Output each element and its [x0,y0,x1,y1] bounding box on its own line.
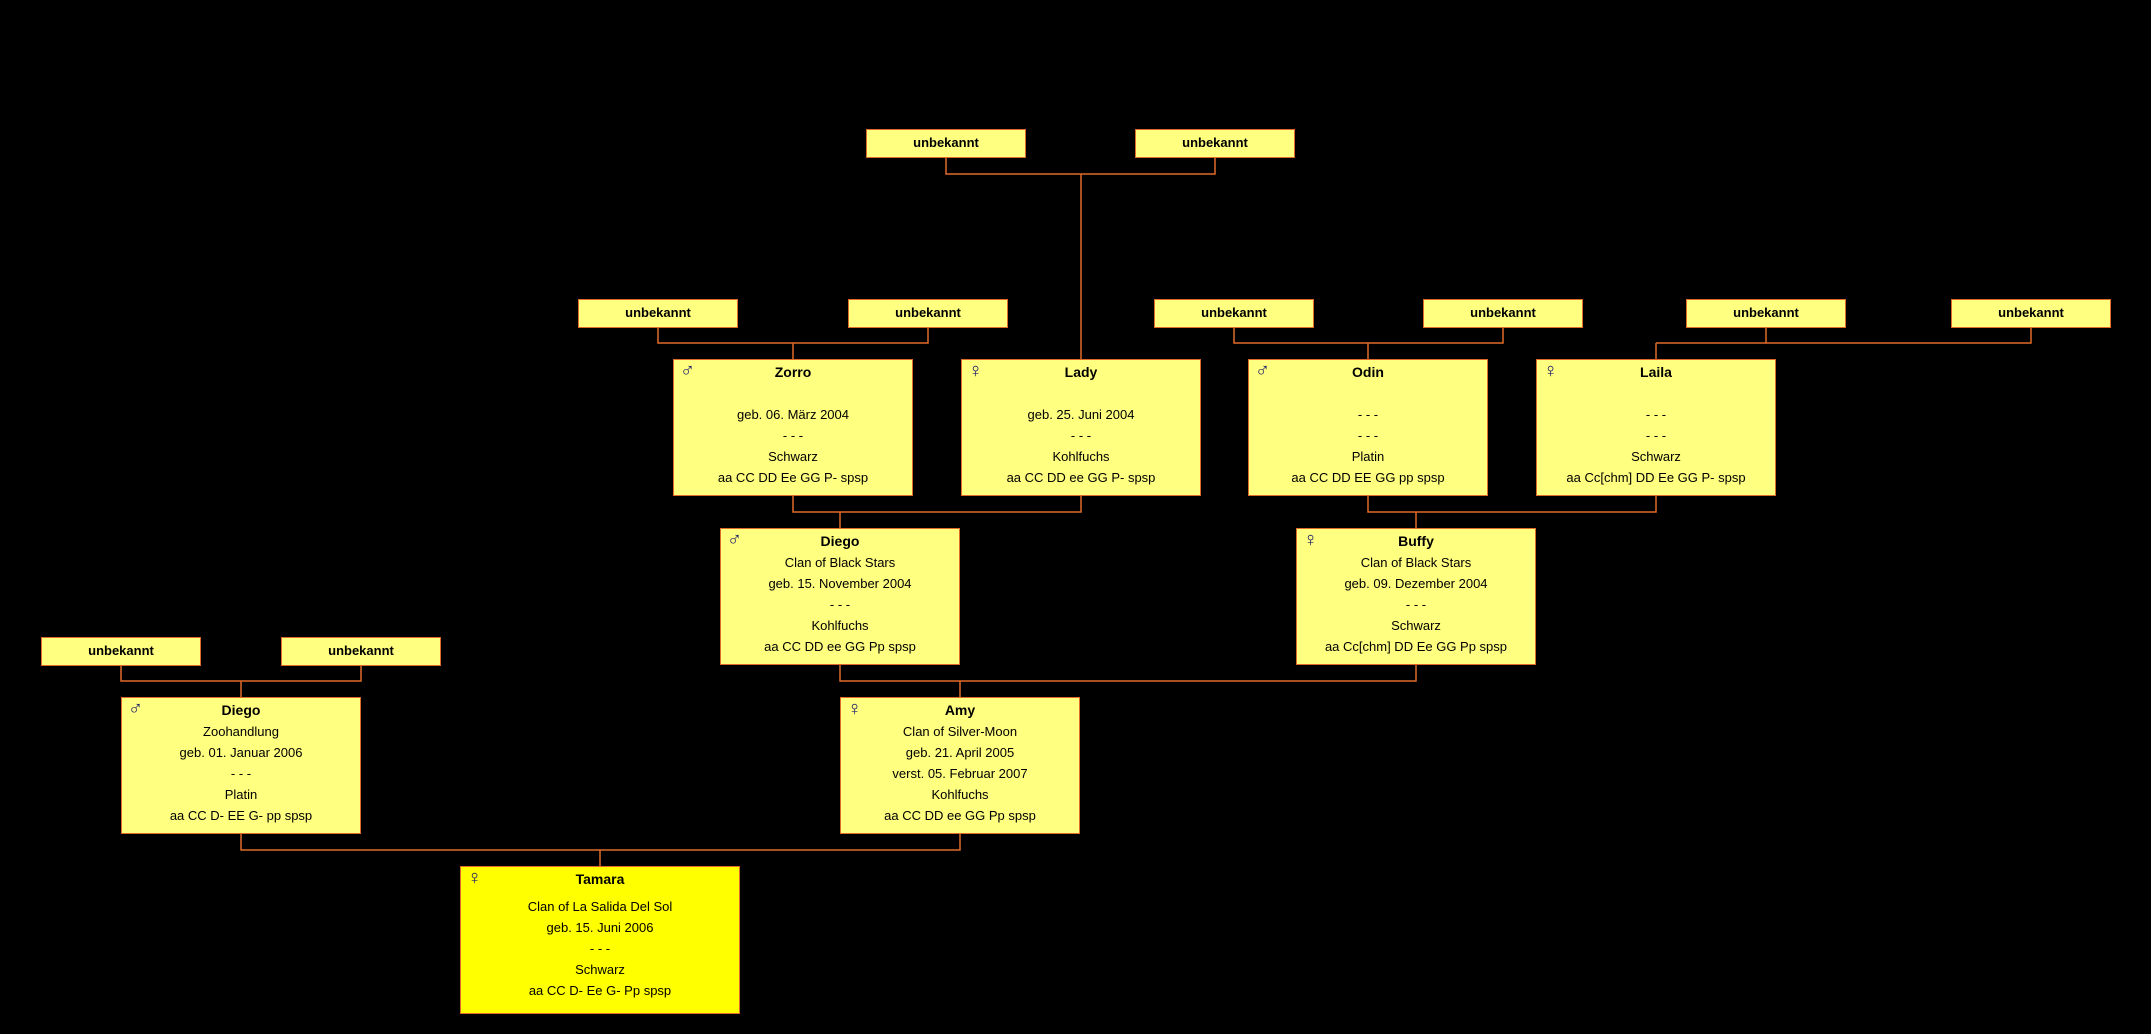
unknown-ancestor-box[interactable]: unbekannt [1154,299,1314,328]
person-box-zorro[interactable]: ♂ Zorro ​ geb. 06. März 2004 - - - Schwa… [673,359,913,496]
person-box-tamara[interactable]: ♀ Tamara Clan of La Salida Del Sol geb. … [460,866,740,1014]
male-symbol-icon: ♂ [1255,360,1270,382]
person-color: Kohlfuchs [811,618,869,633]
connector [1765,328,2032,344]
person-death: - - - [1645,428,1667,443]
person-birth: geb. 15. November 2004 [768,576,912,591]
person-name: Tamara [575,871,625,887]
unknown-ancestor-box[interactable]: unbekannt [1951,299,2111,328]
unknown-ancestor-box[interactable]: unbekannt [41,637,201,666]
person-box-diego-black-stars[interactable]: ♂ Diego Clan of Black Stars geb. 15. Nov… [720,528,960,665]
person-birth: - - - [1357,407,1379,422]
person-name: Diego [820,533,860,549]
person-color: Schwarz [575,962,625,977]
person-box-laila[interactable]: ♀ Laila ​ - - - - - - Schwarz aa Cc[chm]… [1536,359,1776,496]
person-death: - - - [1070,428,1092,443]
person-death: - - - [782,428,804,443]
person-genotype: aa CC D- Ee G- Pp spsp [528,983,672,998]
connector [945,158,1216,175]
person-color: Platin [1351,449,1385,464]
female-symbol-icon: ♀ [968,360,983,382]
person-clan: Clan of Silver-Moon [902,724,1018,739]
unknown-ancestor-box[interactable]: unbekannt [1135,129,1295,158]
person-name: Laila [1640,364,1672,380]
person-box-amy[interactable]: ♀ Amy Clan of Silver-Moon geb. 21. April… [840,697,1080,834]
person-color: Kohlfuchs [1052,449,1110,464]
person-color: Schwarz [1391,618,1441,633]
person-death: - - - [1405,597,1427,612]
person-clan: Clan of La Salida Del Sol [527,899,673,914]
person-birth: geb. 09. Dezember 2004 [1344,576,1488,591]
unknown-ancestor-box[interactable]: unbekannt [578,299,738,328]
person-clan: ​ [674,383,912,404]
person-birth: geb. 25. Juni 2004 [1027,407,1135,422]
person-clan: Zoohandlung [203,724,279,739]
female-symbol-icon: ♀ [1543,360,1558,382]
person-clan: ​ [962,383,1200,404]
unknown-ancestor-box[interactable]: unbekannt [848,299,1008,328]
person-name: Lady [1064,364,1098,380]
connector [1367,496,1657,513]
person-genotype: aa CC DD ee GG Pp spsp [884,808,1036,823]
person-box-buffy[interactable]: ♀ Buffy Clan of Black Stars geb. 09. Dez… [1296,528,1536,665]
person-name: Buffy [1398,533,1434,549]
person-name: Amy [944,702,976,718]
male-symbol-icon: ♂ [128,698,143,720]
connector [240,834,961,851]
female-symbol-icon: ♀ [1303,529,1318,551]
person-box-odin[interactable]: ♂ Odin ​ - - - - - - Platin aa CC DD EE … [1248,359,1488,496]
person-birth: geb. 21. April 2005 [905,745,1015,760]
connector [657,328,929,344]
person-genotype: aa CC DD EE GG pp spsp [1291,470,1445,485]
person-genotype: aa CC D- EE G- pp spsp [169,808,313,823]
person-color: Platin [224,787,258,802]
person-box-diego-zoohandlung[interactable]: ♂ Diego Zoohandlung geb. 01. Januar 2006… [121,697,361,834]
person-clan: Clan of Black Stars [1360,555,1472,570]
person-clan: Clan of Black Stars [784,555,896,570]
connector [839,665,1417,682]
person-genotype: aa CC DD ee GG Pp spsp [764,639,916,654]
person-genotype: aa Cc[chm] DD Ee GG P- spsp [1566,470,1746,485]
person-color: Schwarz [1631,449,1681,464]
person-clan: ​ [1537,383,1775,404]
connector [1233,328,1504,344]
person-death: - - - [829,597,851,612]
person-genotype: aa Cc[chm] DD Ee GG Pp spsp [1324,639,1508,654]
female-symbol-icon: ♀ [467,867,482,889]
unknown-ancestor-box[interactable]: unbekannt [281,637,441,666]
person-color: Schwarz [768,449,818,464]
unknown-ancestor-box[interactable]: unbekannt [1423,299,1583,328]
unknown-ancestor-box[interactable]: unbekannt [866,129,1026,158]
person-name: Zorro [774,364,812,380]
person-name: Diego [221,702,261,718]
connector [792,496,1082,513]
male-symbol-icon: ♂ [680,360,695,382]
person-box-lady[interactable]: ♀ Lady ​ geb. 25. Juni 2004 - - - Kohlfu… [961,359,1201,496]
female-symbol-icon: ♀ [847,698,862,720]
person-death: - - - [1357,428,1379,443]
person-birth: geb. 01. Januar 2006 [179,745,303,760]
person-death: - - - [589,941,611,956]
person-death: - - - [230,766,252,781]
person-death: verst. 05. Februar 2007 [892,766,1028,781]
male-symbol-icon: ♂ [727,529,742,551]
person-color: Kohlfuchs [931,787,989,802]
person-birth: - - - [1645,407,1667,422]
person-birth: geb. 06. März 2004 [736,407,850,422]
connector [120,665,362,682]
unknown-ancestor-box[interactable]: unbekannt [1686,299,1846,328]
person-birth: geb. 15. Juni 2006 [546,920,654,935]
person-name: Odin [1352,364,1384,380]
person-clan: ​ [1249,383,1487,404]
person-genotype: aa CC DD Ee GG P- spsp [717,470,869,485]
person-genotype: aa CC DD ee GG P- spsp [1006,470,1156,485]
